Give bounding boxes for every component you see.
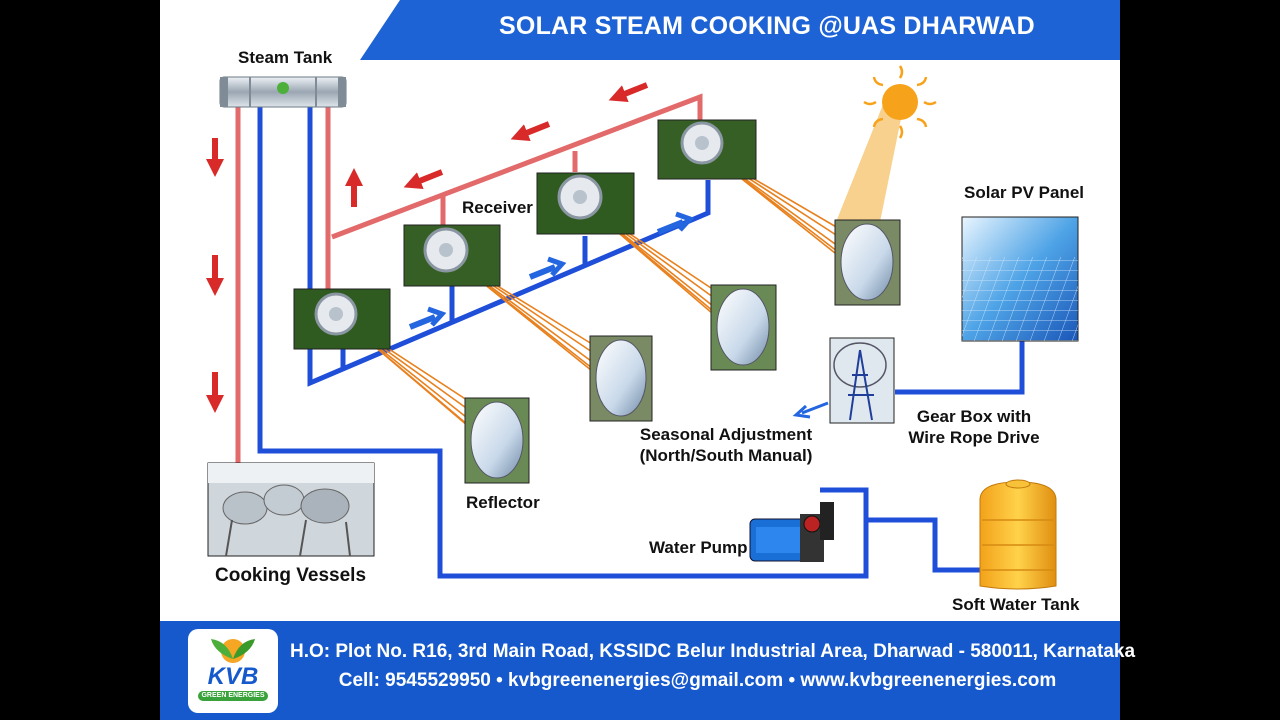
water-arrow-3 bbox=[656, 211, 695, 235]
kvb-logo: KVB GREEN ENERGIES bbox=[188, 629, 278, 713]
reflector-photo-3 bbox=[710, 284, 777, 371]
reflector-photo-2 bbox=[589, 335, 653, 422]
slide: SOLAR STEAM COOKING @UAS DHARWAD bbox=[160, 0, 1136, 720]
water-arrow-2 bbox=[528, 256, 567, 280]
seasonal-adjustment-label: Seasonal Adjustment (North/South Manual) bbox=[636, 424, 816, 466]
pv-cable bbox=[895, 340, 1025, 395]
page-title: SOLAR STEAM COOKING @UAS DHARWAD bbox=[499, 12, 1035, 40]
gear-box-line1: Gear Box with bbox=[916, 407, 1032, 426]
kvb-logo-icon bbox=[198, 639, 268, 701]
water-pipes bbox=[257, 105, 1025, 579]
reflector-photo-4 bbox=[834, 219, 901, 306]
gear-box-label: Gear Box with Wire Rope Drive bbox=[906, 406, 1042, 448]
logo-text: KVB bbox=[207, 663, 259, 690]
logo-subtext: GREEN ENERGIES bbox=[201, 692, 265, 699]
reflector-label: Reflector bbox=[466, 493, 540, 512]
soft-water-tank-icon bbox=[979, 479, 1057, 590]
receiver-photos bbox=[293, 119, 757, 350]
sun-icon bbox=[836, 65, 937, 222]
steam-arrow-left-3 bbox=[608, 82, 649, 103]
reflector-dishes bbox=[464, 219, 901, 484]
water-supply-manifold bbox=[307, 105, 711, 387]
adjust-arrow bbox=[792, 401, 829, 419]
footer-contact: Cell: 9545529950 • kvbgreenenergies@gmai… bbox=[338, 670, 1057, 691]
seasonal-adjustment-line1: Seasonal Adjustment bbox=[639, 425, 813, 444]
cooking-vessels-photo bbox=[207, 462, 375, 557]
steam-pipes bbox=[235, 93, 703, 463]
steam-manifold bbox=[331, 93, 703, 240]
steam-arrow-left-2 bbox=[510, 121, 551, 142]
solar-pv-panel-label: Solar PV Panel bbox=[964, 183, 1084, 202]
water-pump-label: Water Pump bbox=[649, 538, 748, 557]
soft-water-tank-label: Soft Water Tank bbox=[952, 595, 1080, 614]
solar-steam-diagram bbox=[206, 65, 1079, 590]
receiver-photo-4 bbox=[657, 119, 757, 180]
tank-logo-icon bbox=[277, 82, 289, 94]
seasonal-adjustment-line2: (North/South Manual) bbox=[639, 446, 813, 465]
steam-arrows bbox=[206, 82, 649, 413]
receiver-photo-3 bbox=[536, 172, 635, 235]
steam-arrow-left-1 bbox=[403, 169, 444, 190]
footer: KVB GREEN ENERGIES H.O: Plot No. R16, 3r… bbox=[160, 621, 1136, 720]
steam-tank-label: Steam Tank bbox=[238, 48, 333, 67]
water-pump-icon bbox=[749, 502, 834, 562]
footer-address: H.O: Plot No. R16, 3rd Main Road, KSSIDC… bbox=[290, 641, 1136, 662]
gear-box-photo bbox=[829, 337, 895, 424]
reflector-photo-1 bbox=[464, 397, 530, 484]
header-band bbox=[360, 0, 1120, 60]
solar-pv-panel bbox=[961, 216, 1079, 342]
steam-tank bbox=[219, 76, 347, 108]
gear-box-line2: Wire Rope Drive bbox=[908, 428, 1040, 447]
receiver-label: Receiver bbox=[462, 198, 533, 217]
receiver-photo-2 bbox=[403, 224, 501, 287]
water-arrows bbox=[408, 211, 829, 419]
receiver-photo-1 bbox=[293, 288, 391, 350]
water-return-pipe bbox=[257, 105, 869, 579]
cooking-vessels-label: Cooking Vessels bbox=[215, 565, 367, 586]
water-tank-pipe bbox=[866, 517, 980, 573]
water-arrow-1 bbox=[408, 306, 447, 330]
